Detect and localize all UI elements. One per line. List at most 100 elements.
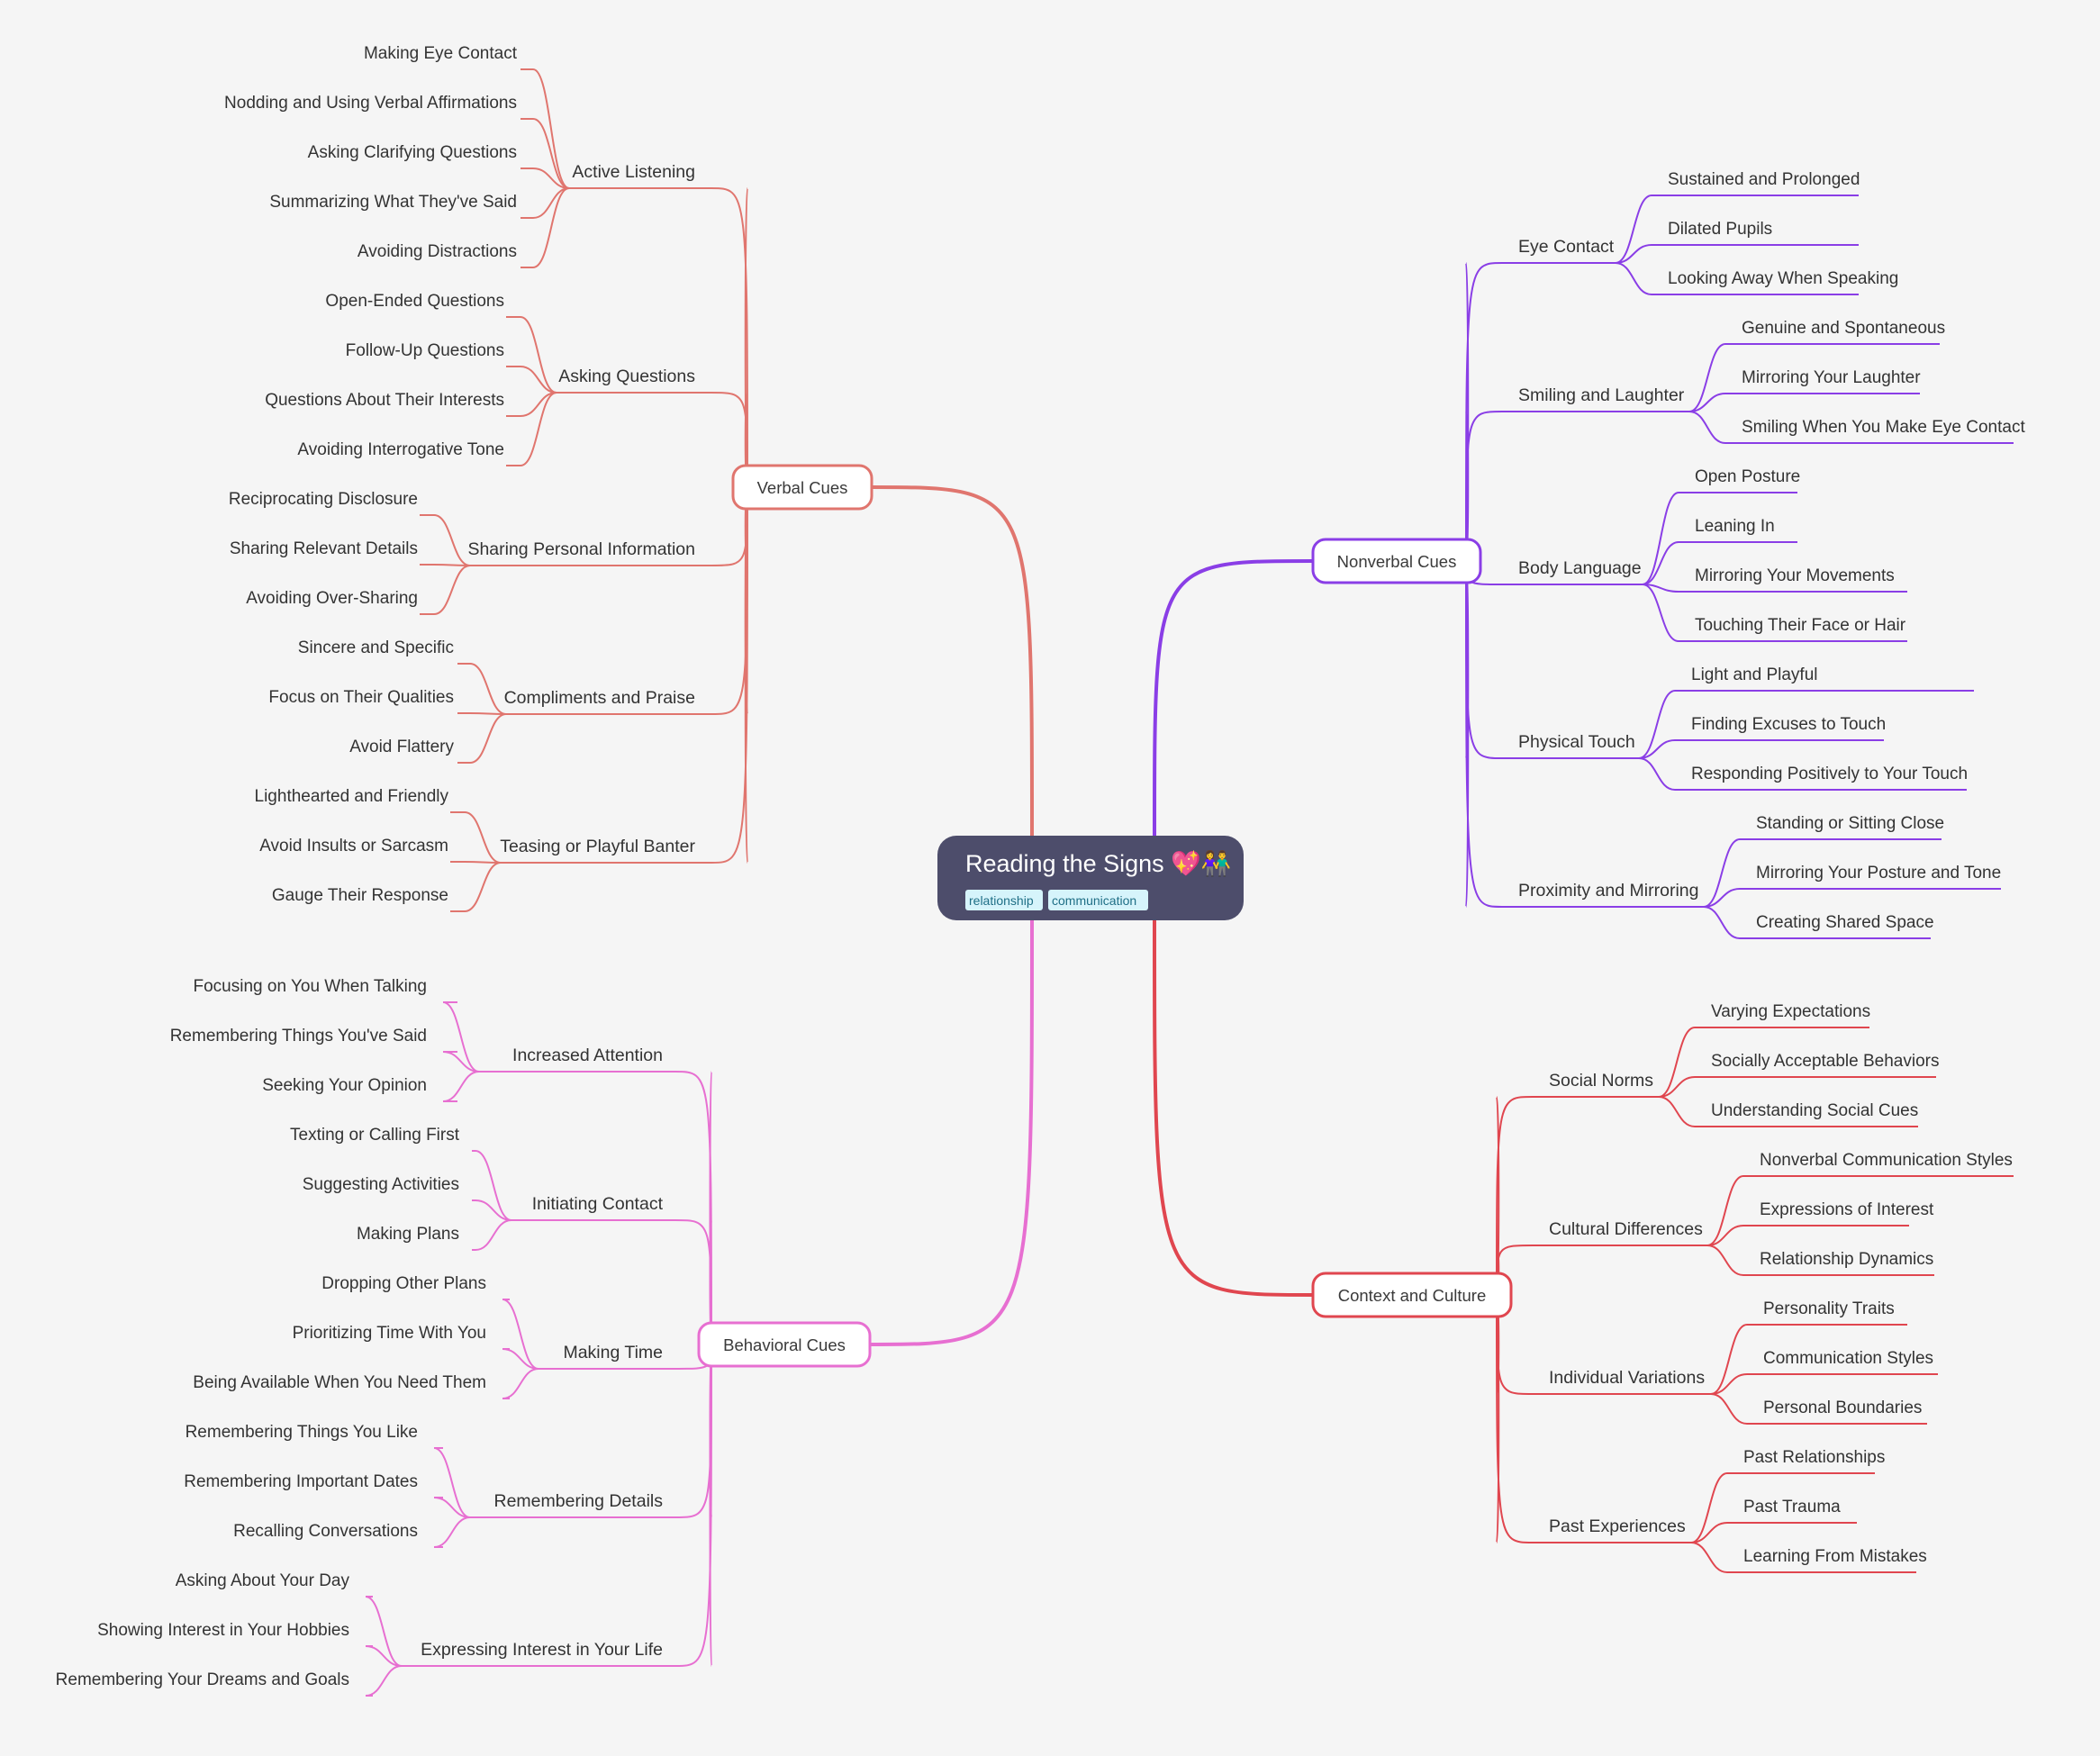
- leaf-standing-or-sitting-close[interactable]: Standing or Sitting Close: [1756, 814, 1944, 833]
- leaf-gauge-their-response[interactable]: Gauge Their Response: [272, 886, 448, 905]
- leaf-reciprocating-disclosure[interactable]: Reciprocating Disclosure: [229, 490, 418, 509]
- label-asking-questions: Asking Questions: [558, 367, 695, 386]
- leaf-dilated-pupils[interactable]: Dilated Pupils: [1668, 220, 1772, 239]
- leaf-communication-styles[interactable]: Communication Styles: [1763, 1349, 1933, 1368]
- leaf-sincere-and-specific[interactable]: Sincere and Specific: [298, 638, 454, 657]
- leaf-mirroring-your-laughter[interactable]: Mirroring Your Laughter: [1742, 368, 1921, 387]
- node-smiling-and-laughter[interactable]: Smiling and Laughter: [1518, 385, 1685, 405]
- leaf-remembering-things-you-like[interactable]: Remembering Things You Like: [186, 1423, 418, 1442]
- leaf-creating-shared-space[interactable]: Creating Shared Space: [1756, 913, 1934, 932]
- node-past-experiences[interactable]: Past Experiences: [1549, 1516, 1686, 1536]
- leaf-being-available-when-you-need-them[interactable]: Being Available When You Need Them: [193, 1373, 486, 1392]
- leaf-avoiding-distractions[interactable]: Avoiding Distractions: [358, 242, 517, 261]
- node-sharing-personal-information[interactable]: Sharing Personal Information: [467, 539, 695, 559]
- leaf-nodding-and-using-verbal-affirmations[interactable]: Nodding and Using Verbal Affirmations: [224, 94, 517, 113]
- tag-relationship-label: relationship: [969, 893, 1034, 908]
- node-active-listening[interactable]: Active Listening: [572, 162, 695, 182]
- leaf-avoiding-interrogative-tone[interactable]: Avoiding Interrogative Tone: [297, 440, 504, 459]
- leaf-touching-their-face-or-hair[interactable]: Touching Their Face or Hair: [1695, 616, 1906, 635]
- leaf-genuine-and-spontaneous[interactable]: Genuine and Spontaneous: [1742, 319, 1945, 338]
- leaf-making-eye-contact[interactable]: Making Eye Contact: [364, 44, 518, 63]
- node-individual-variations[interactable]: Individual Variations: [1549, 1368, 1705, 1388]
- leaf-texting-or-calling-first[interactable]: Texting or Calling First: [290, 1126, 460, 1145]
- leaf-open-ended-questions[interactable]: Open-Ended Questions: [325, 292, 504, 311]
- node-body-language[interactable]: Body Language: [1518, 558, 1642, 578]
- leaf-learning-from-mistakes[interactable]: Learning From Mistakes: [1743, 1547, 1927, 1566]
- tag-relationship[interactable]: relationship: [965, 890, 1043, 910]
- leaf-follow-up-questions[interactable]: Follow-Up Questions: [346, 341, 504, 360]
- leaf-mirroring-your-movements[interactable]: Mirroring Your Movements: [1695, 566, 1895, 585]
- leaf-looking-away-when-speaking[interactable]: Looking Away When Speaking: [1668, 269, 1898, 288]
- leaf-light-and-playful[interactable]: Light and Playful: [1691, 665, 1818, 684]
- node-compliments-and-praise[interactable]: Compliments and Praise: [504, 688, 695, 708]
- label-expressing-interest-in-your-life: Expressing Interest in Your Life: [421, 1640, 663, 1660]
- leaf-socially-acceptable-behaviors[interactable]: Socially Acceptable Behaviors: [1711, 1052, 1939, 1071]
- leaf-making-plans[interactable]: Making Plans: [357, 1225, 459, 1244]
- leaf-nonverbal-communication-styles[interactable]: Nonverbal Communication Styles: [1760, 1151, 2013, 1170]
- leaf-leaning-in[interactable]: Leaning In: [1695, 517, 1775, 536]
- tag-communication[interactable]: communication: [1048, 890, 1148, 910]
- node-increased-attention[interactable]: Increased Attention: [512, 1045, 663, 1065]
- leaf-summarizing-what-they-ve-said[interactable]: Summarizing What They've Said: [269, 193, 517, 212]
- leaf-focus-on-their-qualities[interactable]: Focus on Their Qualities: [268, 688, 454, 707]
- node-making-time[interactable]: Making Time: [563, 1343, 663, 1362]
- leaf-past-relationships[interactable]: Past Relationships: [1743, 1448, 1885, 1467]
- leaf-sharing-relevant-details[interactable]: Sharing Relevant Details: [230, 539, 418, 558]
- leaf-varying-expectations[interactable]: Varying Expectations: [1711, 1002, 1870, 1021]
- node-asking-questions[interactable]: Asking Questions: [558, 367, 695, 386]
- leaf-lighthearted-and-friendly[interactable]: Lighthearted and Friendly: [255, 787, 449, 806]
- leaf-dropping-other-plans[interactable]: Dropping Other Plans: [321, 1274, 486, 1293]
- node-cultural-differences[interactable]: Cultural Differences: [1549, 1219, 1703, 1239]
- leaf-asking-clarifying-questions[interactable]: Asking Clarifying Questions: [308, 143, 517, 162]
- leaf-personal-boundaries[interactable]: Personal Boundaries: [1763, 1398, 1922, 1417]
- leaf-avoiding-over-sharing[interactable]: Avoiding Over-Sharing: [246, 589, 418, 608]
- leaf-understanding-social-cues[interactable]: Understanding Social Cues: [1711, 1101, 1918, 1120]
- label-physical-touch: Physical Touch: [1518, 732, 1635, 752]
- leaf-avoid-insults-or-sarcasm[interactable]: Avoid Insults or Sarcasm: [259, 837, 448, 855]
- leaf-suggesting-activities[interactable]: Suggesting Activities: [303, 1175, 459, 1194]
- leaf-open-posture[interactable]: Open Posture: [1695, 467, 1800, 486]
- node-physical-touch[interactable]: Physical Touch: [1518, 732, 1635, 752]
- branch-verbal-node[interactable]: Verbal Cues: [731, 464, 873, 511]
- leaf-avoid-flattery[interactable]: Avoid Flattery: [349, 738, 454, 756]
- root-node[interactable]: Reading the Signs 💖👫 relationship commun…: [937, 836, 1244, 920]
- leaf-asking-about-your-day[interactable]: Asking About Your Day: [176, 1571, 350, 1590]
- edge-to-touching-their-face-or-hair: [1642, 584, 1907, 642]
- leaf-smiling-when-you-make-eye-contact[interactable]: Smiling When You Make Eye Contact: [1742, 418, 2025, 437]
- node-expressing-interest-in-your-life[interactable]: Expressing Interest in Your Life: [421, 1640, 663, 1660]
- leaf-past-trauma[interactable]: Past Trauma: [1743, 1498, 1841, 1516]
- tag-communication-box: [1048, 890, 1148, 910]
- node-remembering-details[interactable]: Remembering Details: [494, 1491, 664, 1511]
- leaf-mirroring-your-posture-and-tone[interactable]: Mirroring Your Posture and Tone: [1756, 864, 2001, 883]
- leaf-responding-positively-to-your-touch[interactable]: Responding Positively to Your Touch: [1691, 765, 1968, 783]
- edge-to-relationship-dynamics: [1706, 1245, 1934, 1276]
- leaf-expressions-of-interest[interactable]: Expressions of Interest: [1760, 1200, 1934, 1219]
- underline-asking-questions: [557, 392, 748, 488]
- leaf-remembering-things-you-ve-said[interactable]: Remembering Things You've Said: [170, 1027, 427, 1045]
- leaf-finding-excuses-to-touch[interactable]: Finding Excuses to Touch: [1691, 715, 1886, 734]
- node-proximity-and-mirroring[interactable]: Proximity and Mirroring: [1518, 881, 1698, 901]
- node-teasing-or-playful-banter[interactable]: Teasing or Playful Banter: [500, 837, 695, 856]
- leaf-focusing-on-you-when-talking[interactable]: Focusing on You When Talking: [194, 977, 428, 996]
- leaf-personality-traits[interactable]: Personality Traits: [1763, 1299, 1895, 1318]
- branch-context-node[interactable]: Context and Culture: [1311, 1272, 1513, 1318]
- node-social-norms[interactable]: Social Norms: [1549, 1071, 1653, 1091]
- underline-social-norms: [1496, 1096, 1659, 1296]
- leaf-questions-about-their-interests[interactable]: Questions About Their Interests: [265, 391, 504, 410]
- leaf-showing-interest-in-your-hobbies[interactable]: Showing Interest in Your Hobbies: [97, 1621, 349, 1640]
- leaf-remembering-important-dates[interactable]: Remembering Important Dates: [184, 1472, 418, 1491]
- edges-layer: [365, 68, 2014, 1697]
- node-initiating-contact[interactable]: Initiating Contact: [532, 1194, 664, 1214]
- leaf-remembering-your-dreams-and-goals[interactable]: Remembering Your Dreams and Goals: [56, 1670, 349, 1689]
- leaf-prioritizing-time-with-you[interactable]: Prioritizing Time With You: [293, 1324, 486, 1343]
- leaf-sustained-and-prolonged[interactable]: Sustained and Prolonged: [1668, 170, 1860, 189]
- leaf-relationship-dynamics[interactable]: Relationship Dynamics: [1760, 1250, 1933, 1269]
- leaf-seeking-your-opinion[interactable]: Seeking Your Opinion: [262, 1076, 427, 1095]
- leaf-recalling-conversations[interactable]: Recalling Conversations: [233, 1522, 418, 1541]
- edge-root-to-nonverbal: [1153, 559, 1315, 837]
- branch-nonverbal-node[interactable]: Nonverbal Cues: [1311, 538, 1482, 584]
- branch-behavioral-node[interactable]: Behavioral Cues: [697, 1321, 872, 1368]
- edge-root-to-context: [1153, 919, 1315, 1297]
- node-eye-contact[interactable]: Eye Contact: [1518, 237, 1615, 257]
